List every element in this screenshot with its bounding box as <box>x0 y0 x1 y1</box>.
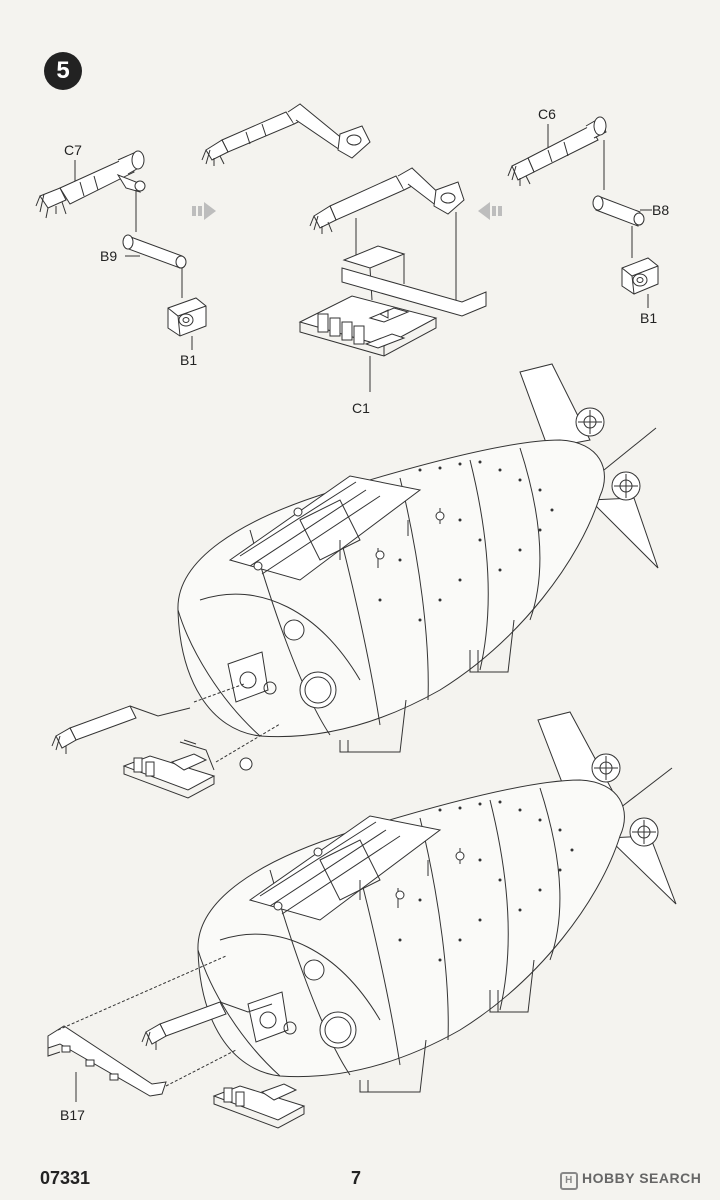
part-label-c6: C6 <box>538 106 556 122</box>
part-b1-bracket-left <box>167 297 207 337</box>
part-c7-arm <box>35 150 146 219</box>
part-c6-arm <box>507 116 607 186</box>
left-arm-group <box>35 150 207 350</box>
part-label-b9: B9 <box>100 248 118 264</box>
watermark-logo-icon: H <box>560 1172 578 1190</box>
part-label-c1: C1 <box>352 400 370 416</box>
direction-arrow-left <box>478 202 502 220</box>
watermark-text: HOBBY SEARCH <box>582 1170 702 1186</box>
part-b1-bracket-right <box>621 257 659 295</box>
product-code: 07331 <box>40 1168 91 1188</box>
part-b8-pin <box>592 195 645 227</box>
manipulator-subassembly-2 <box>141 1001 306 1129</box>
direction-arrow-right <box>192 202 216 220</box>
part-label-b1-left: B1 <box>180 352 198 368</box>
submarine-hull-lower <box>197 711 677 1093</box>
manipulator-subassembly-1 <box>51 705 253 799</box>
step-number-badge: 5 <box>44 52 82 90</box>
part-b17-guard <box>47 1025 167 1097</box>
part-c1-base <box>298 245 487 357</box>
page-number: 7 <box>351 1168 362 1188</box>
part-label-b17: B17 <box>60 1107 85 1123</box>
part-label-b1-right: B1 <box>640 310 658 326</box>
part-b9-pin <box>122 234 187 269</box>
part-label-c7: C7 <box>64 142 82 158</box>
center-assembly-group <box>201 103 487 392</box>
submarine-hull-upper <box>177 363 659 753</box>
part-label-b8: B8 <box>652 202 670 218</box>
right-arm-group <box>507 116 659 308</box>
